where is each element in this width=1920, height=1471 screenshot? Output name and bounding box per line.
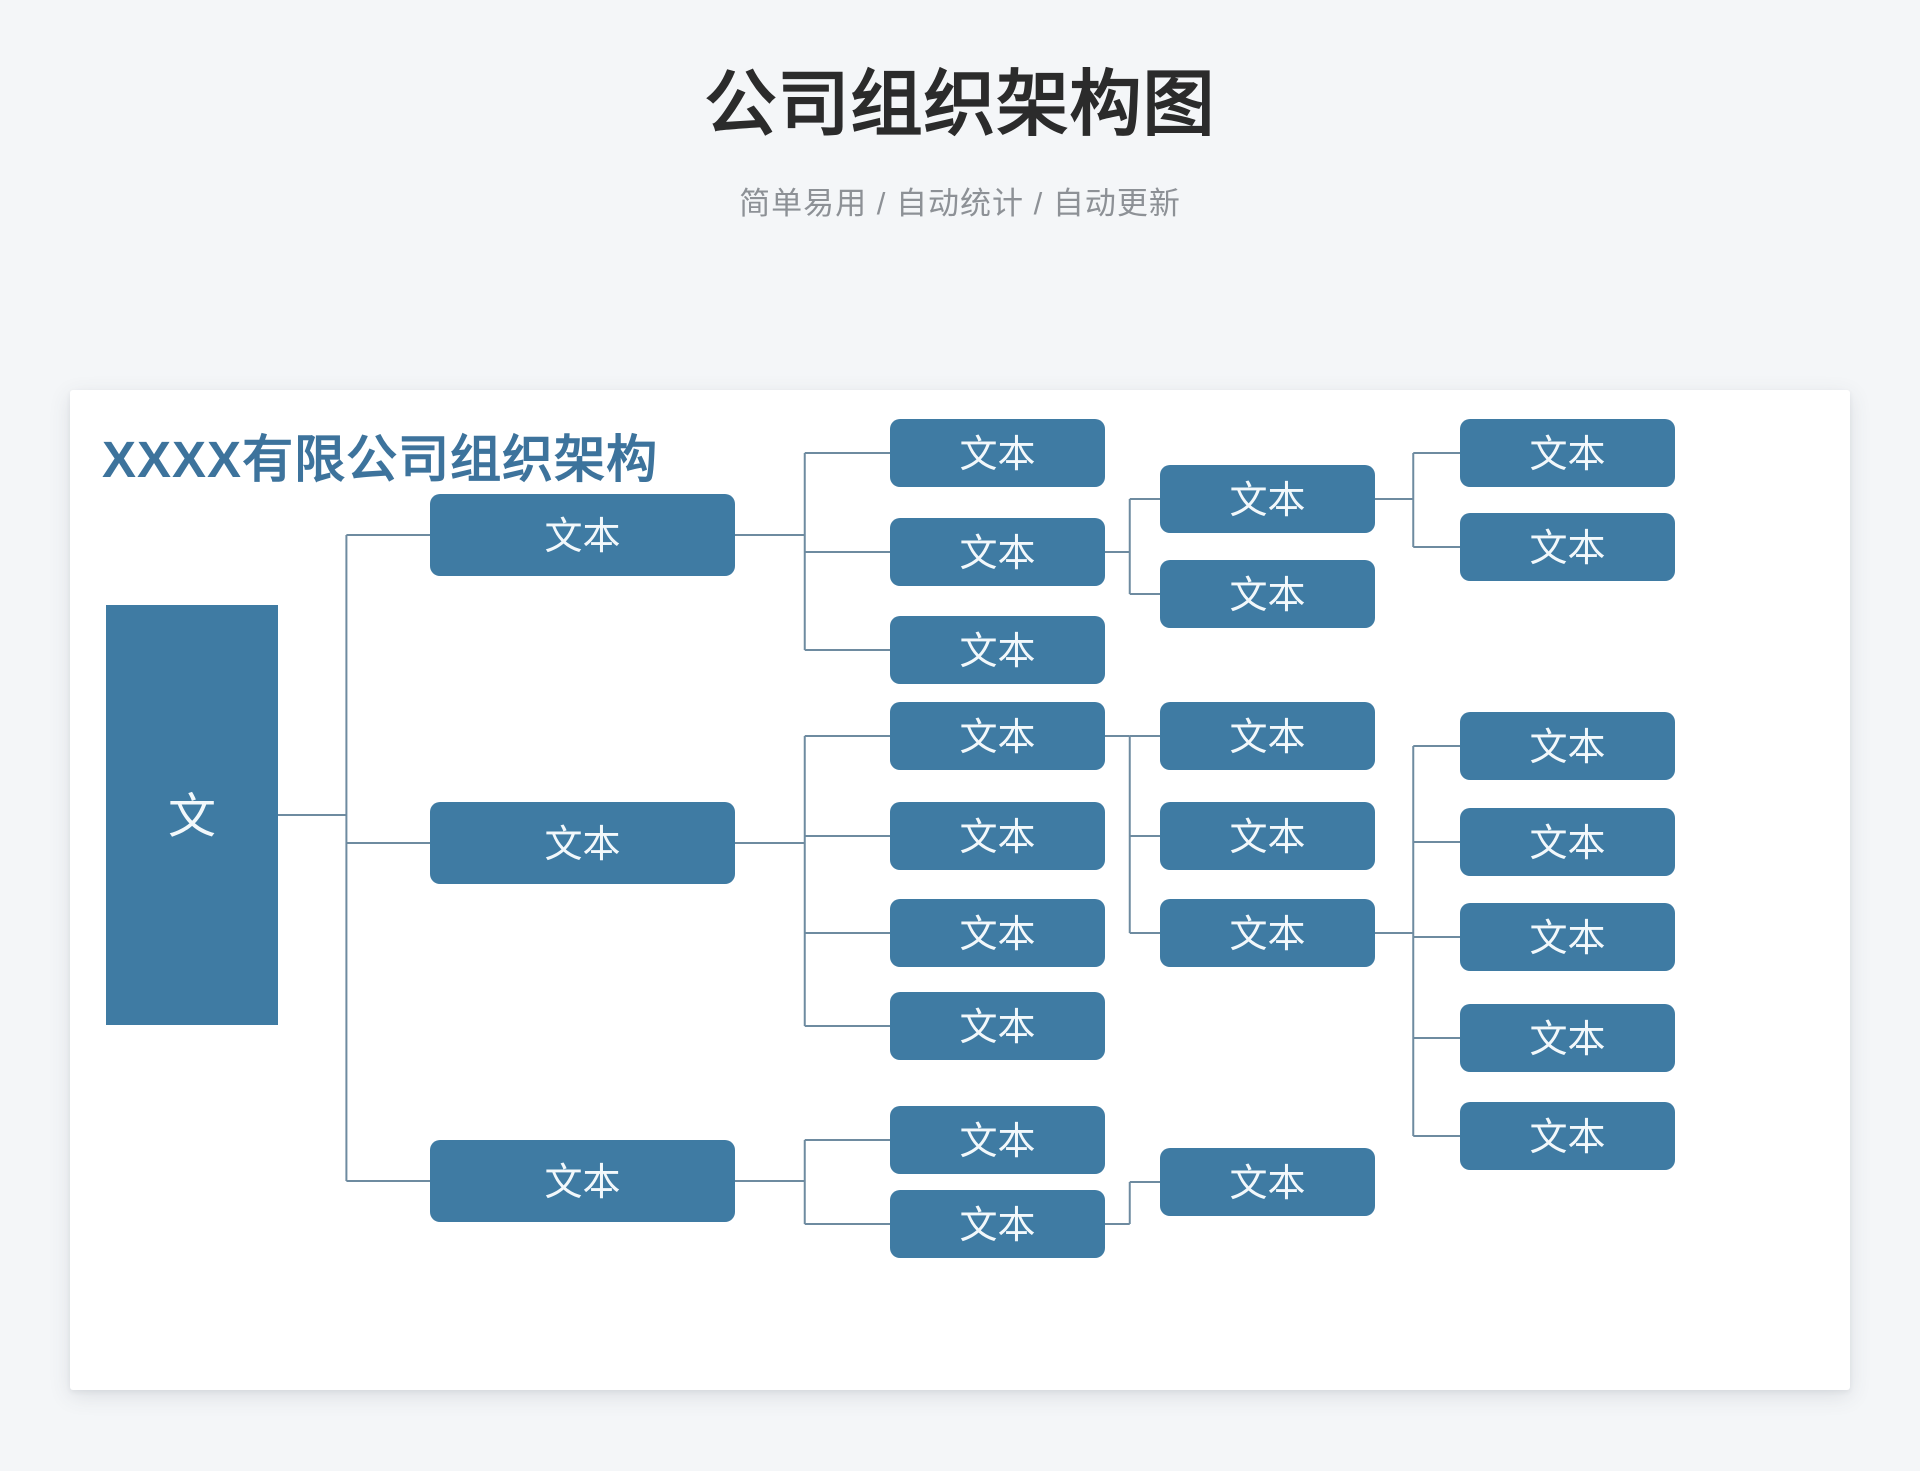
org-node-box[interactable] [1160, 465, 1375, 533]
org-node-box[interactable] [1160, 1148, 1375, 1216]
org-node-box[interactable] [890, 1106, 1105, 1174]
org-node-label: 文本 [544, 824, 620, 866]
org-node[interactable]: 文本 [1160, 560, 1375, 628]
org-node[interactable]: 文本 [890, 992, 1105, 1060]
org-node-label: 文本 [1529, 823, 1605, 865]
org-node[interactable]: 文本 [890, 802, 1105, 870]
org-chart-links [278, 452, 1460, 1225]
org-node-label: 文本 [959, 914, 1035, 956]
org-node-box[interactable] [1160, 802, 1375, 870]
org-node-label: 文本 [1229, 575, 1305, 617]
org-node-box[interactable] [1160, 899, 1375, 967]
org-chart-nodes: 文文本文本文本文本文本文本文本文本文本文本文本文本文本文本文本文本文本文本文本文… [106, 419, 1675, 1258]
org-node[interactable]: 文本 [1460, 1102, 1675, 1170]
org-node-box[interactable] [106, 605, 278, 1025]
org-chart-card: XXXX有限公司组织架构 文文本文本文本文本文本文本文本文本文本文本文本文本文本… [70, 390, 1850, 1390]
org-node-label: 文本 [959, 631, 1035, 673]
org-node[interactable]: 文本 [890, 419, 1105, 487]
org-node-box[interactable] [890, 616, 1105, 684]
org-node-box[interactable] [1460, 903, 1675, 971]
org-node-label: 文本 [1529, 1117, 1605, 1159]
org-node-box[interactable] [890, 899, 1105, 967]
org-node[interactable]: 文本 [890, 518, 1105, 586]
org-node-label: 文本 [1229, 480, 1305, 522]
org-node-label: 文本 [1229, 914, 1305, 956]
org-node-box[interactable] [1160, 702, 1375, 770]
org-node-box[interactable] [430, 494, 735, 576]
org-node-box[interactable] [1460, 1004, 1675, 1072]
org-node[interactable]: 文本 [1160, 802, 1375, 870]
org-node[interactable]: 文本 [1460, 419, 1675, 487]
org-node-label: 文 [168, 791, 216, 844]
org-chart-heading: XXXX有限公司组织架构 [102, 431, 659, 488]
org-node-label: 文本 [959, 533, 1035, 575]
org-node[interactable]: 文本 [890, 702, 1105, 770]
org-node-label: 文本 [959, 1007, 1035, 1049]
org-node[interactable]: 文本 [1460, 808, 1675, 876]
org-node-box[interactable] [890, 518, 1105, 586]
org-node-box[interactable] [1460, 808, 1675, 876]
org-chart-canvas: 文文本文本文本文本文本文本文本文本文本文本文本文本文本文本文本文本文本文本文本文… [106, 419, 1675, 1258]
org-node-label: 文本 [959, 434, 1035, 476]
org-node-root[interactable]: 文 [106, 605, 278, 1025]
org-node-label: 文本 [1529, 434, 1605, 476]
org-node-box[interactable] [890, 802, 1105, 870]
org-node-box[interactable] [1460, 712, 1675, 780]
org-node-box[interactable] [890, 1190, 1105, 1258]
org-node[interactable]: 文本 [1160, 1148, 1375, 1216]
org-node[interactable]: 文本 [1160, 702, 1375, 770]
page-title: 公司组织架构图 [704, 65, 1216, 145]
org-node-box[interactable] [890, 992, 1105, 1060]
org-node-label: 文本 [959, 717, 1035, 759]
org-node-label: 文本 [959, 1205, 1035, 1247]
org-node[interactable]: 文本 [430, 494, 735, 576]
org-node-box[interactable] [430, 1140, 735, 1222]
org-node-label: 文本 [1529, 528, 1605, 570]
org-node-label: 文本 [1229, 717, 1305, 759]
org-node-label: 文本 [1229, 1163, 1305, 1205]
org-node-label: 文本 [1529, 727, 1605, 769]
org-node[interactable]: 文本 [890, 899, 1105, 967]
org-node-box[interactable] [1460, 513, 1675, 581]
org-node[interactable]: 文本 [1160, 899, 1375, 967]
org-node-label: 文本 [544, 1162, 620, 1204]
org-node[interactable]: 文本 [890, 1106, 1105, 1174]
org-node-label: 文本 [1529, 918, 1605, 960]
org-node-label: 文本 [959, 1121, 1035, 1163]
org-node[interactable]: 文本 [1460, 513, 1675, 581]
org-node-box[interactable] [1460, 419, 1675, 487]
org-node-box[interactable] [890, 702, 1105, 770]
org-node-box[interactable] [890, 419, 1105, 487]
org-node[interactable]: 文本 [890, 1190, 1105, 1258]
page-subtitle: 简单易用 / 自动统计 / 自动更新 [739, 185, 1181, 221]
org-node-box[interactable] [430, 802, 735, 884]
org-node[interactable]: 文本 [1460, 1004, 1675, 1072]
org-node-box[interactable] [1460, 1102, 1675, 1170]
org-node-label: 文本 [959, 817, 1035, 859]
org-node-label: 文本 [1529, 1019, 1605, 1061]
org-node[interactable]: 文本 [430, 1140, 735, 1222]
org-node-box[interactable] [1160, 560, 1375, 628]
org-node[interactable]: 文本 [1160, 465, 1375, 533]
org-node[interactable]: 文本 [1460, 712, 1675, 780]
org-node[interactable]: 文本 [430, 802, 735, 884]
org-node[interactable]: 文本 [1460, 903, 1675, 971]
org-node-label: 文本 [1229, 817, 1305, 859]
org-node[interactable]: 文本 [890, 616, 1105, 684]
org-node-label: 文本 [544, 516, 620, 558]
